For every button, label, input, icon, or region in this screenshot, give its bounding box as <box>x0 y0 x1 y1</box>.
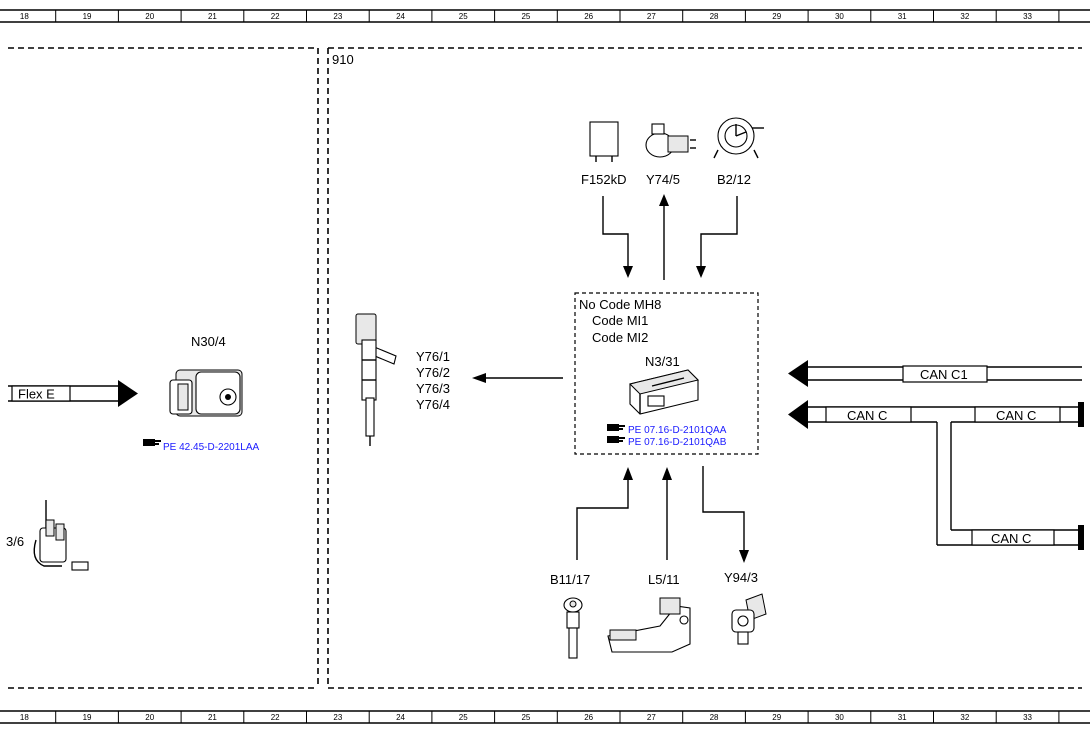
ruler-top-label: 24 <box>396 12 405 21</box>
bottom-component-l5-11-label: L5/11 <box>648 572 680 587</box>
abs-module-icon[interactable] <box>169 369 243 417</box>
injector-label-4: Y76/4 <box>416 397 450 412</box>
pointing-hand-icon <box>607 424 625 431</box>
ruler-bottom-label: 22 <box>271 713 280 722</box>
ruler-bottom-label: 29 <box>772 713 781 722</box>
can-bus-lines: CAN C1 CAN C CAN C CAN C <box>788 360 1084 550</box>
arrow-left-icon <box>788 360 808 387</box>
arrow-left-icon <box>788 400 808 429</box>
arrow-up-icon <box>623 467 633 480</box>
arrow-left-icon <box>472 373 486 383</box>
ruler-bottom-label: 20 <box>145 713 154 722</box>
ruler-top-label: 28 <box>710 12 719 21</box>
ruler-bottom-label: 31 <box>898 713 907 722</box>
injector-arrow <box>472 373 563 383</box>
top-signal-arrows <box>602 194 738 280</box>
flex-e-label: Flex E <box>18 387 55 402</box>
crankshaft-sensor-l5-11-icon[interactable] <box>607 597 691 653</box>
ruler-top-label: 31 <box>898 12 907 21</box>
ruler-top-label: 20 <box>145 12 154 21</box>
can-c-right-label: CAN C <box>996 408 1036 423</box>
temperature-sensor-b11-17-icon[interactable] <box>563 597 583 659</box>
ecu-ref-text-1: PE 07.16-D-2101QAA <box>628 425 727 436</box>
ecu-code-line-3: Code MI2 <box>592 330 648 345</box>
arrow-up-icon <box>659 194 669 206</box>
ecu-ref-link-1[interactable]: PE 07.16-D-2101QAA <box>607 424 727 436</box>
ruler-top-label: 25 <box>521 12 530 21</box>
ruler-bottom-label: 30 <box>835 713 844 722</box>
ruler-bottom-label: 24 <box>396 713 405 722</box>
ecu-code-line-2: Code MI1 <box>592 313 648 328</box>
ecu-ref-link-2[interactable]: PE 07.16-D-2101QAB <box>607 436 727 448</box>
ecu-control-unit-icon[interactable] <box>629 369 699 415</box>
arrow-down-icon <box>623 266 633 278</box>
ruler-bottom-label: 33 <box>1023 713 1032 722</box>
fuse-relay-f152kd-icon[interactable] <box>589 121 619 162</box>
ruler-top-label: 29 <box>772 12 781 21</box>
can-c1-label: CAN C1 <box>920 367 968 382</box>
ruler-top-label: 33 <box>1023 12 1032 21</box>
ruler-top-label: 18 <box>20 12 29 21</box>
ruler-top-label: 25 <box>459 12 468 21</box>
flex-e-connection: Flex E <box>8 380 138 407</box>
module-ref-link[interactable]: PE 42.45-D-2201LAA <box>143 439 260 453</box>
top-component-y74-5-label: Y74/5 <box>646 172 680 187</box>
arrow-down-icon <box>696 266 706 278</box>
ecu-box <box>574 292 759 455</box>
pointing-hand-icon <box>607 436 625 443</box>
ruler-bottom-label: 19 <box>83 713 92 722</box>
ruler-bottom-label: 25 <box>459 713 468 722</box>
ruler-top-label: 30 <box>835 12 844 21</box>
ruler-bottom: 18 19 20 21 22 23 24 25 25 26 27 28 29 30 31 32 33 <box>0 710 1090 724</box>
sensor-partial-icon[interactable] <box>33 500 89 571</box>
partial-component-label: 3/6 <box>6 534 24 549</box>
ecu-label: N3/31 <box>645 354 680 369</box>
section-label: 910 <box>332 52 354 67</box>
ruler-bottom-label: 18 <box>20 713 29 722</box>
top-component-f152kd-label: F152kD <box>581 172 627 187</box>
fuel-injector-icon[interactable] <box>355 313 397 446</box>
ruler-top-label: 21 <box>208 12 217 21</box>
ruler-bottom-label: 23 <box>333 713 342 722</box>
arrow-down-icon <box>739 550 749 563</box>
ruler-top: 18 19 20 21 22 23 24 25 25 26 27 28 29 30 31 32 33 <box>0 9 1090 23</box>
injector-label-2: Y76/2 <box>416 365 450 380</box>
ecu-code-line-1: No Code MH8 <box>579 297 661 312</box>
valve-y74-5-icon[interactable] <box>645 123 696 158</box>
can-c-lower-label: CAN C <box>991 531 1031 546</box>
ruler-bottom-label: 26 <box>584 713 593 722</box>
ruler-bottom-label: 32 <box>960 713 969 722</box>
ruler-top-label: 19 <box>83 12 92 21</box>
ruler-top-label: 27 <box>647 12 656 21</box>
ruler-top-label: 32 <box>960 12 969 21</box>
injector-label-3: Y76/3 <box>416 381 450 396</box>
injector-label-1: Y76/1 <box>416 349 450 364</box>
arrow-right-icon <box>118 380 138 407</box>
module-n30-4-label: N30/4 <box>191 334 226 349</box>
valve-y94-3-icon[interactable] <box>731 593 767 645</box>
ruler-bottom-label: 27 <box>647 713 656 722</box>
bottom-signal-arrows <box>576 466 749 563</box>
ruler-top-label: 22 <box>271 12 280 21</box>
pointing-hand-icon <box>143 439 161 446</box>
can-c-left-label: CAN C <box>847 408 887 423</box>
module-ref-text: PE 42.45-D-2201LAA <box>163 442 260 453</box>
ruler-bottom-label: 21 <box>208 713 217 722</box>
ruler-bottom-label: 25 <box>521 713 530 722</box>
bottom-component-y94-3-label: Y94/3 <box>724 570 758 585</box>
arrow-up-icon <box>662 467 672 480</box>
ruler-top-label: 26 <box>584 12 593 21</box>
ruler-bottom-label: 28 <box>710 713 719 722</box>
sensor-b2-12-icon[interactable] <box>713 117 764 159</box>
ecu-ref-text-2: PE 07.16-D-2101QAB <box>628 437 727 448</box>
section-borders <box>8 47 1082 689</box>
top-component-b2-12-label: B2/12 <box>717 172 751 187</box>
ruler-top-label: 23 <box>333 12 342 21</box>
bottom-component-b11-17-label: B11/17 <box>550 572 590 587</box>
